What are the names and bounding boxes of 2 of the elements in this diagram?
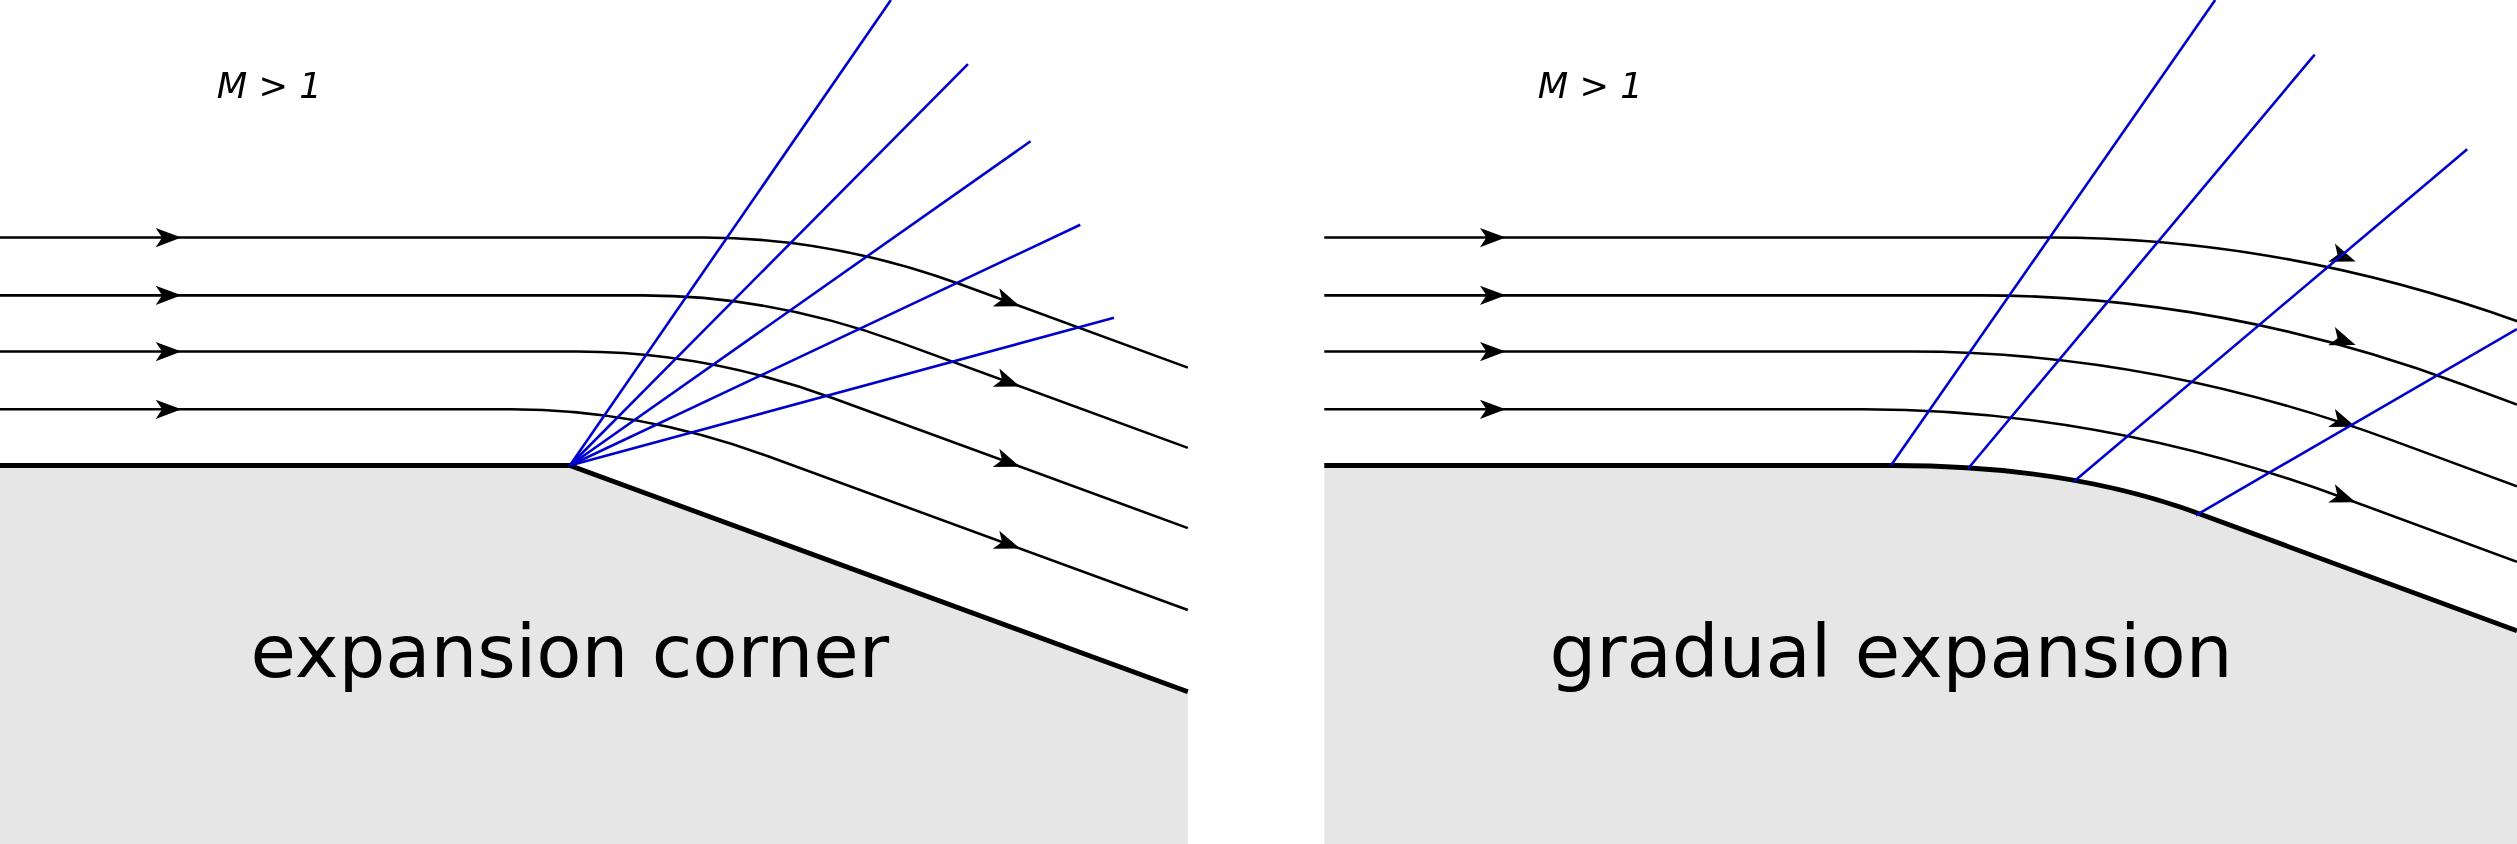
mach-number-label: M > 1 — [1537, 69, 1643, 105]
mach-number-label: M > 1 — [216, 69, 322, 105]
